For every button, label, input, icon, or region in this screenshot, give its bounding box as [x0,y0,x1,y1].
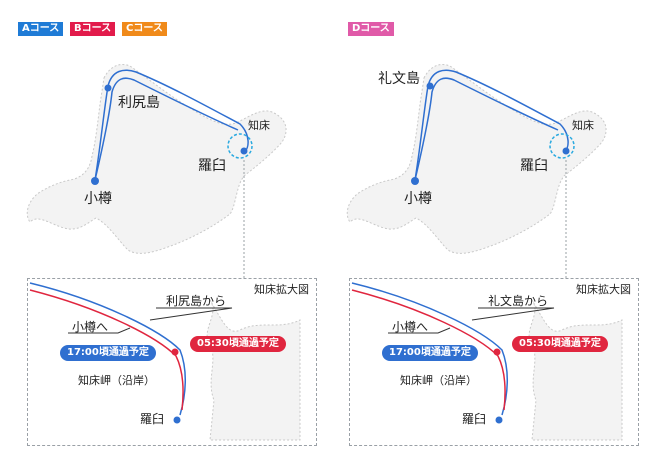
left-zoom-route-red [29,289,184,411]
left-rishiri-label: 利尻島 [118,95,160,111]
left-cape-dot [171,348,179,356]
left-zoom-coast [206,299,301,441]
right-time-0530: 05:30頃通過予定 [512,336,608,352]
right-rausu-label: 羅臼 [520,158,548,174]
left-route-inner [94,77,239,181]
left-zoom-title: 知床拡大図 [254,283,309,296]
left-otaru-label: 小樽 [84,191,112,207]
right-shiretoko-label: 知床 [572,119,594,132]
right-zoom-highlight [549,133,575,159]
right-rausu-dot [562,147,570,155]
left-cape-label: 知床岬（沿岸） [78,374,155,387]
left-zoom-highlight [227,133,253,159]
left-shiretoko-label: 知床 [248,119,270,132]
left-rausu-label: 羅臼 [198,158,226,174]
right-otaru-dot [411,177,419,185]
right-route-inner [414,77,559,181]
right-zoom-route-red [351,289,506,411]
left-zoom-rausu-dot [173,416,181,424]
right-time-1700: 17:00頃通過予定 [382,345,478,361]
left-rishiri-dot [104,84,112,92]
left-route-outer [94,69,249,181]
right-route-outer [414,69,569,181]
left-time-1700: 17:00頃通過予定 [60,345,156,361]
right-cape-dot [493,348,501,356]
right-cape-label: 知床岬（沿岸） [400,374,477,387]
left-zoom-box [27,278,317,446]
right-zoom-coast [528,299,623,441]
left-zoom-rausu-label: 羅臼 [140,412,165,426]
right-from-island: 礼文島から [488,294,549,308]
right-to-otaru: 小樽へ [392,320,429,334]
right-zoom-rausu-label: 羅臼 [462,412,487,426]
hokkaido-right-outline [346,64,607,254]
left-time-0530: 05:30頃通過予定 [190,336,286,352]
left-to-otaru: 小樽へ [72,320,109,334]
hokkaido-left-outline [26,64,287,254]
left-zoom-route-blue [29,282,187,416]
right-zoom-route-blue [351,282,509,416]
left-from-island: 利尻島から [166,294,227,308]
course-a-badge: Aコース [18,22,64,36]
left-rausu-dot [240,147,248,155]
right-zoom-rausu-dot [495,416,503,424]
left-otaru-dot [91,177,99,185]
right-zoom-box [349,278,639,446]
course-c-badge: Cコース [122,22,167,36]
course-d-badge: Dコース [348,22,394,36]
course-b-badge: Bコース [70,22,116,36]
right-zoom-title: 知床拡大図 [576,283,631,296]
right-rebun-dot [426,82,434,90]
right-otaru-label: 小樽 [404,191,432,207]
right-rebun-label: 礼文島 [378,71,420,87]
